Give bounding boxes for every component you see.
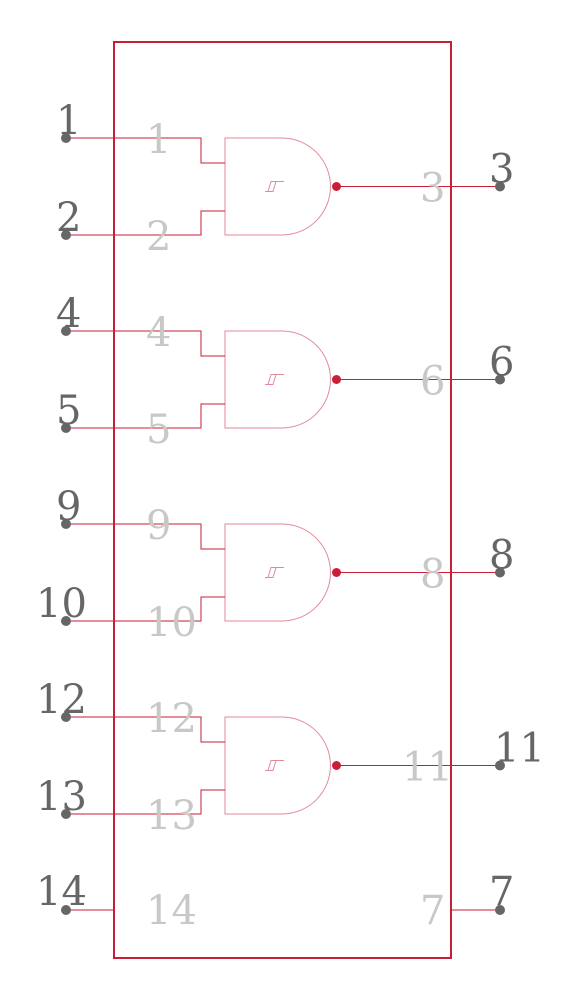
pin-endpoint-dot[interactable] bbox=[495, 760, 505, 771]
pin-endpoint-dot[interactable] bbox=[495, 181, 505, 192]
pin-number-inner: 4 bbox=[146, 310, 171, 356]
pin-number-outer: 4 bbox=[56, 291, 81, 337]
pin-number-inner: 5 bbox=[146, 407, 171, 453]
pin-number-inner: 6 bbox=[420, 359, 445, 405]
pin-number-outer: 3 bbox=[489, 147, 514, 193]
pin-number-outer: 5 bbox=[56, 388, 81, 434]
pin-number-outer: 14 bbox=[36, 869, 87, 915]
input-wire bbox=[66, 789, 225, 815]
inversion-dot bbox=[332, 568, 341, 577]
pin-endpoint-dot[interactable] bbox=[61, 905, 71, 915]
pin-number-inner: 12 bbox=[146, 696, 197, 742]
pin-number-inner: 3 bbox=[420, 166, 445, 212]
pin-endpoint-dot[interactable] bbox=[61, 326, 71, 336]
pin-endpoint-dot[interactable] bbox=[61, 712, 71, 722]
and-gate-unit: 4 4 5 5 66 bbox=[56, 291, 514, 453]
pin-number-outer: 10 bbox=[36, 581, 87, 627]
power-pin-left: 14 14 bbox=[36, 869, 197, 934]
hysteresis-icon bbox=[265, 567, 284, 578]
pin-number-outer: 2 bbox=[56, 195, 81, 241]
pin-number-inner: 7 bbox=[420, 888, 445, 934]
hysteresis-icon bbox=[265, 181, 284, 192]
inversion-dot bbox=[332, 761, 341, 770]
pin-number-inner: 11 bbox=[402, 745, 453, 791]
pin-endpoint-dot[interactable] bbox=[61, 519, 71, 529]
pin-endpoint-dot[interactable] bbox=[61, 423, 71, 433]
hysteresis-icon bbox=[265, 374, 284, 385]
pin-number-outer: 13 bbox=[36, 774, 87, 820]
pin-number-outer: 8 bbox=[489, 533, 514, 579]
ic-body-outline bbox=[113, 41, 452, 959]
pin-number-outer: 9 bbox=[56, 484, 81, 530]
schmitt-and-gate-icon bbox=[224, 523, 331, 622]
pin-number-inner: 1 bbox=[146, 117, 171, 163]
pin-number-inner: 14 bbox=[146, 888, 197, 934]
inversion-dot bbox=[332, 182, 341, 191]
pin-number-inner: 8 bbox=[420, 552, 445, 598]
pin-endpoint-dot[interactable] bbox=[495, 567, 505, 578]
input-wire bbox=[66, 403, 225, 429]
schmitt-and-gate-icon bbox=[224, 137, 331, 236]
input-wire bbox=[66, 523, 225, 550]
and-gate-unit: 12 12 13 13 11 11 bbox=[36, 677, 545, 839]
pin-number-outer: 1 bbox=[56, 98, 81, 144]
pin-endpoint-dot[interactable] bbox=[61, 616, 71, 626]
pin-number-outer: 12 bbox=[36, 677, 87, 723]
pin-number-outer: 6 bbox=[489, 340, 514, 386]
input-wire bbox=[66, 716, 225, 743]
pin-endpoint-dot[interactable] bbox=[61, 230, 71, 240]
pin-endpoint-dot[interactable] bbox=[495, 905, 505, 915]
pin-endpoint-dot[interactable] bbox=[495, 374, 505, 385]
hysteresis-icon bbox=[265, 760, 284, 771]
pin-number-inner: 13 bbox=[146, 793, 197, 839]
and-gate-unit: 9 9 10 10 88 bbox=[36, 484, 514, 646]
input-wire bbox=[66, 210, 225, 236]
inversion-dot bbox=[332, 375, 341, 384]
pin-number-outer: 11 bbox=[494, 726, 545, 772]
pin-number-outer: 7 bbox=[489, 869, 514, 915]
input-wire bbox=[66, 330, 225, 357]
input-wire bbox=[66, 596, 225, 622]
schmitt-and-gate-icon bbox=[224, 716, 331, 815]
pin-endpoint-dot[interactable] bbox=[61, 133, 71, 143]
schmitt-and-gate-icon bbox=[224, 330, 331, 429]
pin-endpoint-dot[interactable] bbox=[61, 809, 71, 819]
pin-number-inner: 10 bbox=[146, 600, 197, 646]
and-gate-unit: 1 1 2 2 33 bbox=[56, 98, 514, 260]
power-pin-right: 7 7 bbox=[420, 869, 514, 934]
pin-number-inner: 9 bbox=[146, 503, 171, 549]
input-wire bbox=[66, 137, 225, 164]
pin-number-inner: 2 bbox=[146, 214, 171, 260]
